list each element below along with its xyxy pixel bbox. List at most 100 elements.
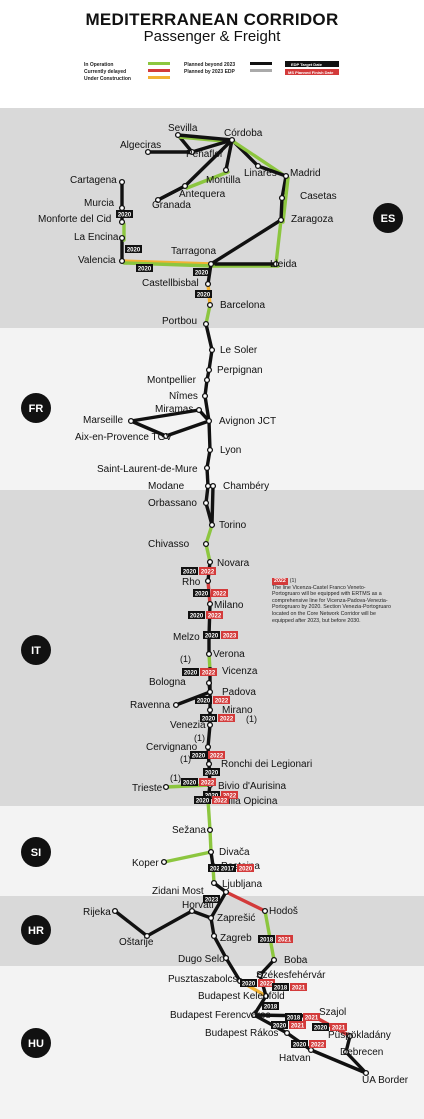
date-badge-b40: 2018 (264, 1004, 278, 1010)
date-badge-bg-b47 (291, 1040, 308, 1048)
footnote-mark: (1) (289, 578, 297, 584)
station-label-opicina: Villa Opicina (222, 796, 278, 807)
date-badge-b13: 2020 (205, 633, 219, 639)
date-badge-b2: 2020 (127, 247, 141, 253)
track-madrid-zaragoza (281, 176, 290, 224)
date-badge-bg-b41 (285, 1013, 302, 1021)
country-badge-fr (21, 393, 51, 423)
station-dot-penaflor (188, 148, 196, 156)
station-dot-portbou (202, 320, 210, 328)
station-dot-torino (208, 521, 216, 529)
station-label-kelenfold: Budapest Kelenföld (198, 991, 285, 1002)
station-label-casetas: Casetas (300, 191, 337, 202)
station-label-modane: Modane (148, 481, 185, 492)
station-label-koper: Koper (132, 858, 159, 869)
station-dot-verona (205, 650, 213, 658)
station-dot-algeciras (144, 148, 152, 156)
date-badge-b10: 2022 (201, 569, 215, 575)
date-badge-bg-b48 (309, 1040, 326, 1048)
date-badge-bg-b16 (200, 668, 217, 676)
track-kelenfold-ferencvaros (252, 994, 268, 1017)
track-padova-ravenna (174, 690, 212, 707)
station-label-ljubljana: Ljubljana (222, 879, 262, 890)
station-label-ravenna: Ravenna (130, 700, 170, 711)
date-badge-b29: 2022 (214, 798, 228, 804)
station-dot-antequera (181, 182, 189, 190)
station-dot-puspokladany (346, 1032, 354, 1040)
date-badge-b15: 2020 (184, 670, 198, 676)
country-label-it: IT (31, 645, 41, 657)
country-label-si: SI (31, 847, 41, 859)
station-dot-ostarije (143, 932, 151, 940)
track-torino-chivasso (204, 523, 214, 546)
date-badge-bg-b14 (221, 631, 238, 639)
date-badge-b11: 2020 (190, 613, 204, 619)
legend-planned-edp-swatch (250, 69, 272, 72)
station-label-perpignan: Perpignan (217, 365, 263, 376)
station-dot-nimes (201, 392, 209, 400)
date-badge-bg-b44 (289, 1021, 306, 1029)
station-label-penaflor: Peñaflor (186, 149, 224, 160)
station-dot-divaca (207, 848, 215, 856)
station-label-horvati: Horvati (182, 900, 214, 911)
date-badge-bg-b9 (181, 567, 198, 575)
station-dot-milano (206, 600, 214, 608)
date-badge-bg-b31 (203, 895, 220, 903)
station-label-cartagena: Cartagena (70, 175, 117, 186)
date-badge-b19: 2020 (202, 716, 216, 722)
station-dot-rijeka (111, 907, 119, 915)
legend-ms-finish: MS Planned Finish Date (288, 70, 334, 75)
date-badge-b7: 2020 (195, 591, 209, 597)
date-badge-b37: 2022 (260, 981, 274, 987)
date-badge-bg-b35 (276, 935, 293, 943)
date-badge-b45: 2020 (314, 1025, 328, 1031)
date-badge-b27: 2022 (223, 793, 237, 799)
track-granada-antequera (156, 184, 187, 202)
header: MEDITERRANEAN CORRIDOR Passenger & Freig… (0, 0, 424, 100)
station-label-novara: Novara (217, 558, 250, 569)
footnote-mark-5: (1) (246, 714, 257, 724)
station-dot-casetas (278, 194, 286, 202)
legend-construction: Under Construction (84, 76, 131, 82)
date-badge-bg-b34 (258, 935, 275, 943)
station-dot-lesoler (208, 346, 216, 354)
track-valencia-tarragona (120, 259, 213, 266)
country-label-hu: HU (28, 1038, 44, 1050)
track-zagreb-dugoselo (212, 934, 228, 960)
date-badge-b36: 2020 (242, 981, 256, 987)
track-miramas-marseille (129, 408, 201, 423)
track-koper-divaca (162, 850, 213, 864)
track-valencia-tarragona (122, 261, 215, 268)
legend-planned-swatch (250, 62, 272, 65)
station-dot-perpignan (205, 366, 213, 374)
footnote-mark-4: (1) (180, 754, 191, 764)
map-subtitle: Passenger & Freight (143, 28, 281, 45)
country-badge-it (21, 635, 51, 665)
station-dot-szekesfehervar (256, 971, 264, 979)
track-zaragoza-lleida (274, 218, 283, 266)
date-badge-bg-b15 (182, 668, 199, 676)
track-sezana-divaca (208, 828, 213, 854)
station-label-valencia: Valencia (78, 255, 116, 266)
date-badge-bg-b17 (195, 696, 212, 704)
station-dot-boba (270, 956, 278, 964)
station-dot-linares (254, 162, 262, 170)
date-badge-bg-b2 (125, 245, 142, 253)
track-boba-szekesfehervar (258, 958, 276, 977)
footnote-mark-1: (1) (180, 654, 191, 664)
track-lesoler-perpignan (207, 348, 214, 372)
station-dot-dugoselo (222, 954, 230, 962)
station-label-torino: Torino (219, 520, 247, 531)
date-badge-b47: 2020 (293, 1042, 307, 1048)
track-avignon-lyon (207, 419, 212, 452)
track-zaragoza-tarragona (209, 218, 283, 266)
date-badge-b48: 2022 (311, 1042, 325, 1048)
track-madrid-casetas (280, 174, 288, 200)
country-badge-si (21, 837, 51, 867)
legend-edp-target: EDP Target Date (291, 62, 322, 67)
station-dot-orbassano (202, 499, 210, 507)
track-zidani-zapresic (209, 890, 228, 920)
station-label-rakos: Budapest Rákos (205, 1028, 278, 1039)
station-dot-bologna (205, 679, 213, 687)
station-dot-kelenfold (262, 992, 270, 1000)
